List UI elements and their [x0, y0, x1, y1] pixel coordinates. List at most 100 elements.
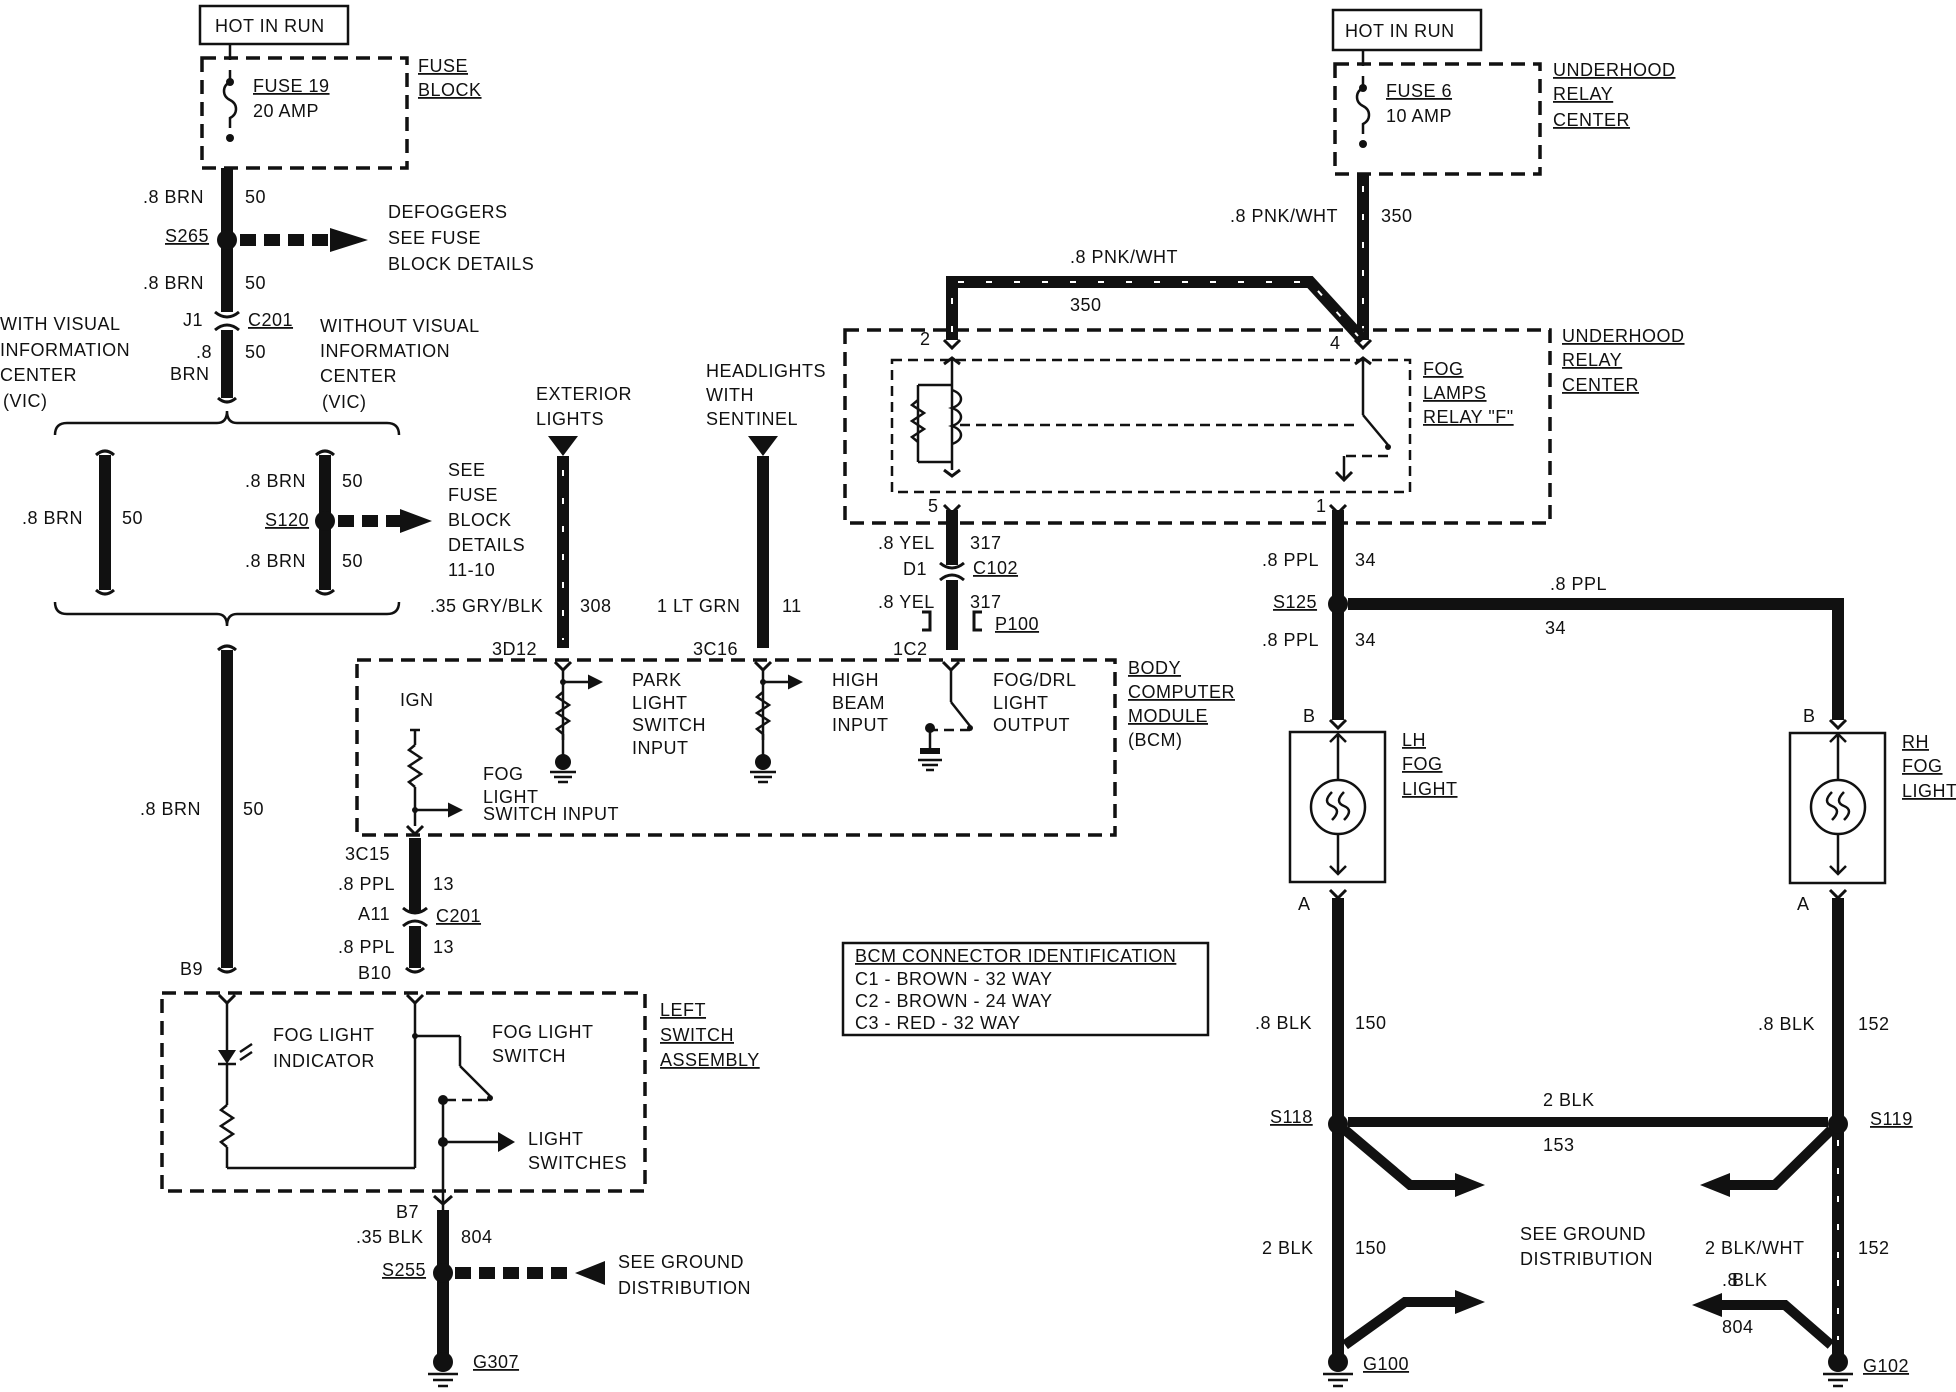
see-fuse-3-label: BLOCK [448, 510, 512, 530]
c34-label: 34 [1545, 618, 1566, 638]
c50-label: 50 [122, 508, 143, 528]
c34-label: 34 [1355, 630, 1376, 650]
fuse-6-symbol [1355, 76, 1371, 134]
c150-label: 150 [1355, 1238, 1387, 1258]
wire-ltgrn-label: 1 LT GRN [657, 596, 740, 616]
pin-a-label: A [1298, 894, 1311, 914]
bcm-id-c1-label: C1 - BROWN - 32 WAY [855, 969, 1053, 989]
brn-label: BRN [170, 364, 210, 384]
pin-3c15-label: 3C15 [345, 844, 390, 864]
lsa-3-label: ASSEMBLY [660, 1050, 760, 1070]
underhood-mid-3-label: CENTER [1562, 375, 1639, 395]
j1-label: J1 [183, 310, 203, 330]
c804-label: 804 [461, 1227, 493, 1247]
wire-8blk-label: .8 BLK [1758, 1014, 1815, 1034]
pin-1c2-label: 1C2 [893, 639, 928, 659]
hb-1-label: HIGH [832, 670, 879, 690]
ls-2-label: SWITCHES [528, 1153, 627, 1173]
bcm-id-title-label: BCM CONNECTOR IDENTIFICATION [855, 946, 1176, 966]
c50-label: 50 [342, 551, 363, 571]
defoggers-2-label: SEE FUSE [388, 228, 481, 248]
b7-label: B7 [396, 1202, 419, 1222]
pin-a-label: A [1797, 894, 1810, 914]
wire-8yel-label: .8 YEL [878, 533, 935, 553]
s125-label: S125 [1273, 592, 1317, 612]
g100-label: G100 [1363, 1354, 1409, 1374]
with-vic-4-label: (VIC) [3, 391, 48, 411]
bcm-id-c2-label: C2 - BROWN - 24 WAY [855, 991, 1053, 1011]
wire-8ppl-label: .8 PPL [1550, 574, 1607, 594]
c50-label: 50 [245, 187, 266, 207]
fuse-block-label-2: BLOCK [418, 80, 482, 100]
hb-2-label: BEAM [832, 693, 885, 713]
fls-2-label: SWITCH [492, 1046, 566, 1066]
hot-in-run-left-box [198, 4, 350, 46]
see-fuse-5-label: 11-10 [448, 560, 495, 580]
wire-2blk-label: 2 BLK [1543, 1090, 1595, 1110]
pin-3c16-label: 3C16 [693, 639, 738, 659]
wire-8-label: .8 [196, 342, 212, 362]
underhood-top-1-label: UNDERHOOD [1553, 60, 1676, 80]
headlights-arrow [748, 436, 778, 456]
wire-8-label: .8 [1722, 1270, 1738, 1290]
lh-fog-light-box [1288, 730, 1387, 884]
without-vic-2-label: INFORMATION [320, 341, 450, 361]
wire-8brn-label: .8 BRN [140, 799, 201, 819]
rh-fog-lamp [1809, 778, 1867, 836]
wire-gryblk-label: .35 GRY/BLK [430, 596, 543, 616]
vic-brace-bottom [53, 601, 401, 627]
splice-s265 [217, 230, 237, 250]
bcm-box [355, 658, 1117, 837]
without-vic-4-label: (VIC) [322, 392, 367, 412]
underhood-relay-center-box [843, 328, 1552, 525]
c34-label: 34 [1355, 550, 1376, 570]
c152-label: 152 [1858, 1238, 1890, 1258]
bcm-4-label: (BCM) [1128, 730, 1183, 750]
exterior-2-label: LIGHTS [536, 409, 604, 429]
label-label: BLK [1732, 1270, 1768, 1290]
gd-1-label: SEE GROUND [618, 1252, 744, 1272]
fls-1-label: FOG LIGHT [492, 1022, 594, 1042]
see-fuse-2-label: FUSE [448, 485, 498, 505]
wire-8ppl-label: .8 PPL [338, 937, 395, 957]
fuse-19-amp: 20 AMP [253, 101, 319, 121]
fuse6-label: FUSE 6 [1386, 81, 1452, 101]
headlights-1-label: HEADLIGHTS [706, 361, 826, 381]
c308-label: 308 [580, 596, 612, 616]
see-fuse-4-label: DETAILS [448, 535, 525, 555]
underhood-top-2-label: RELAY [1553, 84, 1613, 104]
c153-label: 153 [1543, 1135, 1575, 1155]
fog-lamps-relay-box [890, 358, 1412, 494]
rh-3-label: LIGHT [1902, 781, 1956, 801]
rh-1-label: RH [1902, 732, 1929, 752]
pin5-label: 5 [928, 496, 939, 516]
splice-s120 [315, 511, 335, 531]
fog-relay-1-label: FOG [1423, 359, 1464, 379]
c13-label: 13 [433, 874, 454, 894]
see-fuse-1-label: SEE [448, 460, 486, 480]
ls-1-label: LIGHT [528, 1129, 584, 1149]
fuse-block-label-1: FUSE [418, 56, 468, 76]
fuse-19-label: FUSE 19 [253, 76, 330, 96]
fli-1-label: FOG LIGHT [273, 1025, 375, 1045]
with-vic-3-label: CENTER [0, 365, 77, 385]
pin4-label: 4 [1330, 333, 1341, 353]
fogdrl-2-label: LIGHT [993, 693, 1049, 713]
lsa-2-label: SWITCH [660, 1025, 734, 1045]
c11-label: 11 [782, 596, 802, 616]
left-switch-assembly-box [160, 991, 647, 1193]
wire-8ppl-label: .8 PPL [338, 874, 395, 894]
fogdrl-1-label: FOG/DRL [993, 670, 1077, 690]
headlights-2-label: WITH [706, 385, 754, 405]
rh-2-label: FOG [1902, 756, 1943, 776]
lh-1-label: LH [1402, 730, 1426, 750]
pin-3d12-label: 3D12 [492, 639, 537, 659]
lh-2-label: FOG [1402, 754, 1443, 774]
defoggers-3-label: BLOCK DETAILS [388, 254, 534, 274]
underhood-top-box [1333, 62, 1542, 176]
s265-label: S265 [165, 226, 209, 246]
fuse-block-left [200, 56, 409, 170]
underhood-mid-1-label: UNDERHOOD [1562, 326, 1685, 346]
fuse-19-symbol [222, 70, 238, 128]
